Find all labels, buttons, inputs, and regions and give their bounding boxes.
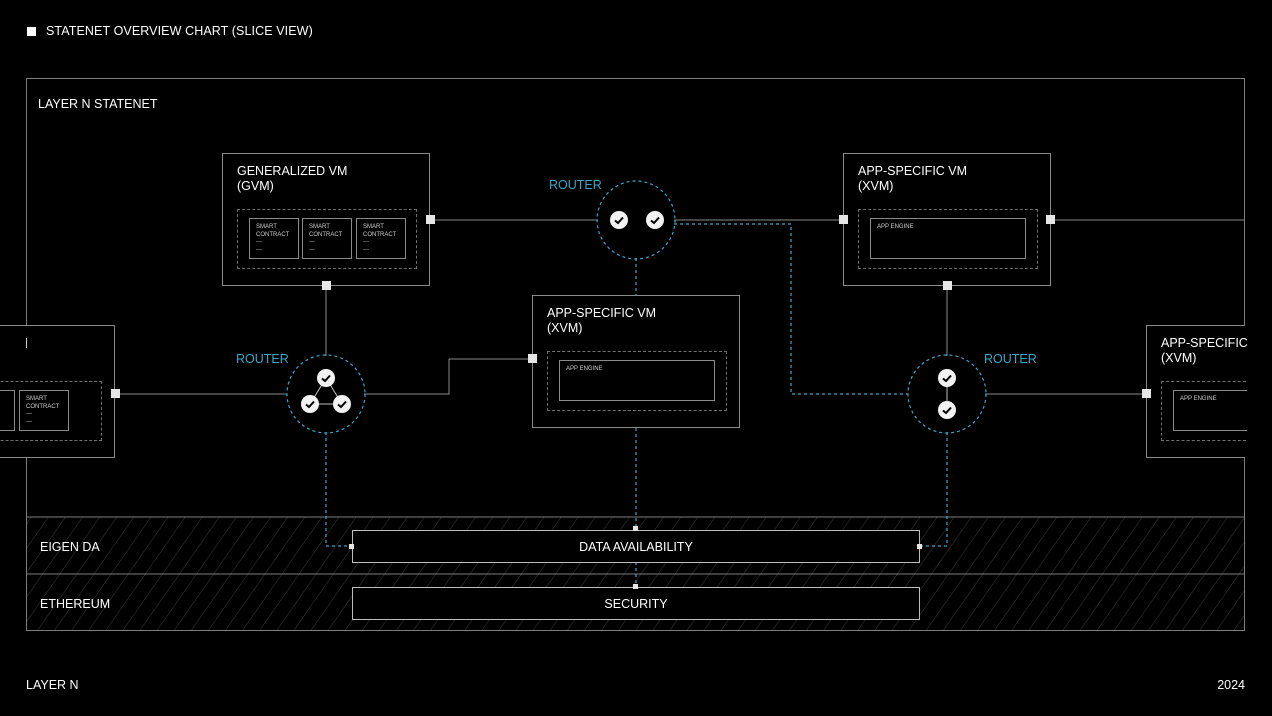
page-title: STATENET OVERVIEW CHART (SLICE VIEW) [46,24,313,38]
ethereum-label: ETHEREUM [40,597,111,611]
gvm-contracts-container: SMART CONTRACT --- --- SMART CONTRACT --… [237,209,417,269]
gvm-title-line2: (GVM) [237,179,274,193]
connection-node [322,281,331,290]
connection-node [426,215,435,224]
smart-contract-card[interactable]: SMART CONTRACT --- --- [19,390,69,431]
xvm-right-title-line2: (XVM) [1161,351,1197,365]
smart-contract-card[interactable]: SMART CONTRACT --- --- [302,218,352,259]
gvm-box[interactable]: GENERALIZED VM (GVM) SMART CONTRACT --- … [222,153,430,286]
xvm-center-engine-container: APP ENGINE [547,351,727,411]
connection-node [917,544,922,549]
check-icon [317,369,335,387]
check-icon [646,211,664,229]
smart-contract-card[interactable]: SMART CONTRACT --- --- [249,218,299,259]
router-label-left: ROUTER [236,352,289,366]
xvm-box-top[interactable]: APP-SPECIFIC VM (XVM) APP ENGINE [843,153,1051,286]
statenet-label: LAYER N STATENET [38,97,158,111]
xvm-top-title-line2: (XVM) [858,179,894,193]
connection-node [633,584,638,589]
check-icon [301,395,319,413]
app-engine[interactable]: APP ENGINE [1173,390,1247,431]
xvm-top-title-line1: APP-SPECIFIC VM [858,164,968,178]
xvm-right-engine-container: APP ENGINE [1161,381,1247,441]
gvm-title-line1: GENERALIZED VM [237,164,348,178]
router-label-top: ROUTER [549,178,602,192]
connection-node [528,354,537,363]
data-availability-bar[interactable]: DATA AVAILABILITY [352,530,920,563]
connection-node [111,389,120,398]
connection-node [633,526,638,531]
xvm-box-center[interactable]: APP-SPECIFIC VM (XVM) APP ENGINE [532,295,740,428]
check-icon [333,395,351,413]
footer-brand: LAYER N [26,678,79,692]
connection-node [943,281,952,290]
xvm-top-engine-container: APP ENGINE [858,209,1038,269]
smart-contract-card[interactable]: SMART CONTRACT --- --- [356,218,406,259]
connection-node [1142,389,1151,398]
check-icon [610,211,628,229]
xvm-right-title-line1: APP-SPECIFIC [1161,336,1248,350]
xvm-box-right[interactable]: APP-SPECIFIC (XVM) APP ENGINE [1146,325,1248,458]
connection-node [839,215,848,224]
xvm-center-title-line1: APP-SPECIFIC VM [547,306,657,320]
partial-vm-box-left[interactable]: SMART CONTRACT --- --- [0,325,115,458]
header-square-icon [27,27,36,36]
xvm-center-title-line2: (XVM) [547,321,583,335]
app-engine[interactable]: APP ENGINE [870,218,1026,259]
footer-year: 2024 [1217,678,1245,692]
router-label-right: ROUTER [984,352,1037,366]
app-engine[interactable]: APP ENGINE [559,360,715,401]
connection-node [349,544,354,549]
check-icon [938,401,956,419]
security-bar[interactable]: SECURITY [352,587,920,620]
partial-vm-contracts: SMART CONTRACT --- --- [0,381,102,441]
eigen-da-label: EIGEN DA [40,540,100,554]
check-icon [938,369,956,387]
connection-node [1046,215,1055,224]
